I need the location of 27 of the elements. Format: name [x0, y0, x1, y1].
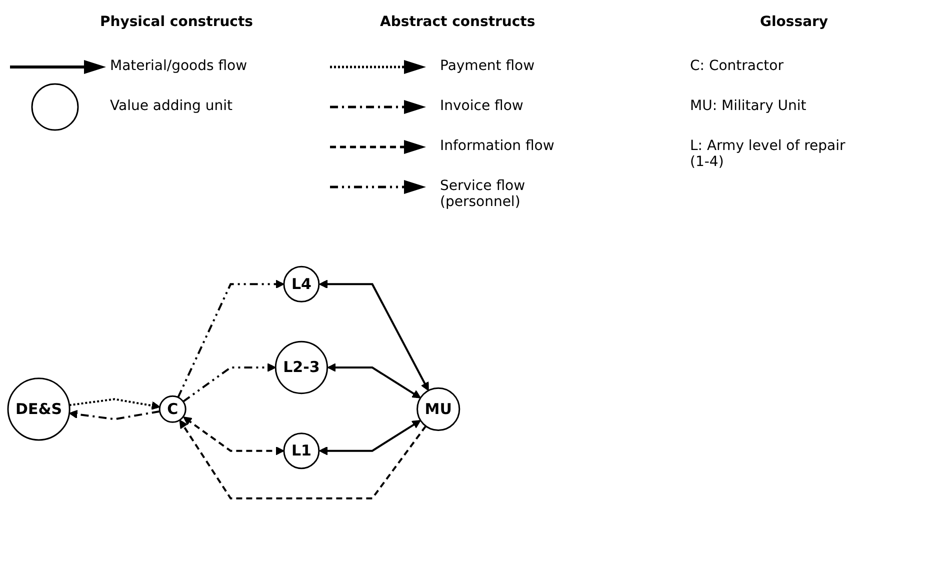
- arrow: [318, 280, 429, 391]
- glossary-entry: MU: Military Unit: [690, 98, 808, 114]
- arrow: [183, 416, 284, 456]
- node-circle: L1: [283, 432, 320, 470]
- legend-text: Material/goods flow: [110, 58, 248, 74]
- legend-text: Information flow: [440, 138, 556, 154]
- arrow: [179, 420, 427, 500]
- column-heading: Physical constructs: [100, 14, 254, 30]
- legend-text: Service flow (personnel): [440, 178, 526, 210]
- legend-text: Value adding unit: [110, 98, 234, 114]
- arrow: [177, 280, 284, 398]
- column-heading: Glossary: [760, 14, 828, 30]
- legend-text: Invoice flow: [440, 98, 524, 114]
- node-circle: C: [158, 395, 186, 423]
- glossary-entry: C: Contractor: [690, 58, 784, 74]
- arrow: [318, 420, 421, 456]
- arrow: [69, 398, 160, 410]
- legend-text: Payment flow: [440, 58, 536, 74]
- arrow: [327, 363, 421, 398]
- arrow: [68, 410, 160, 420]
- node-circle: L4: [283, 266, 320, 302]
- node-circle: DE&S: [7, 378, 70, 441]
- column-heading: Abstract constructs: [380, 14, 536, 30]
- glossary-entry: L: Army level of repair (1-4): [690, 138, 846, 170]
- node-circle: MU: [416, 387, 460, 431]
- node-circle: L2-3: [274, 340, 328, 394]
- arrow: [182, 363, 276, 402]
